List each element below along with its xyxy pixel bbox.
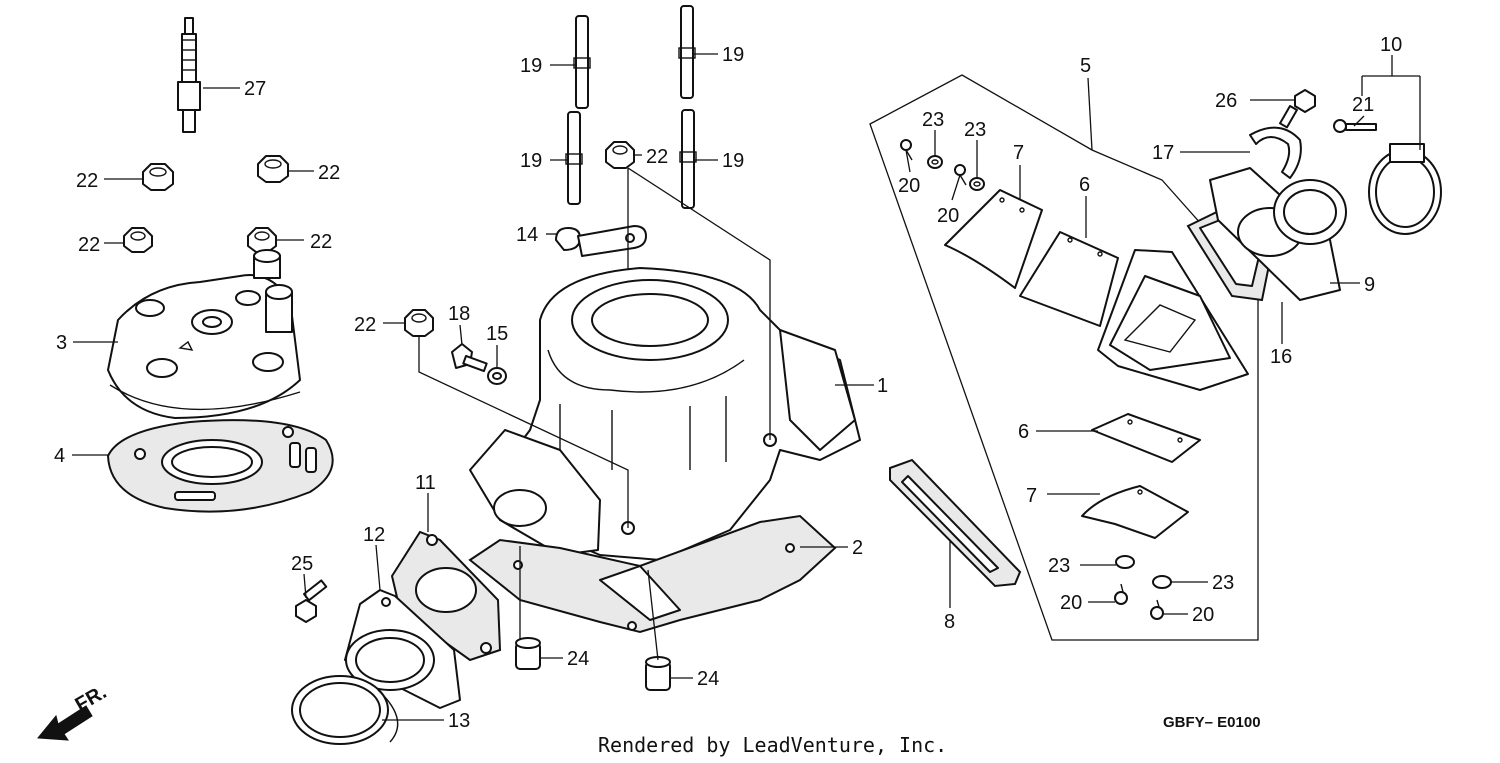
washer-part[interactable] — [1115, 555, 1135, 569]
callout-11: 11 — [415, 472, 436, 494]
dowel-pin-part[interactable] — [645, 656, 671, 691]
flange-nut-part[interactable] — [123, 227, 153, 253]
head-gasket-part[interactable] — [106, 419, 334, 513]
screw-part[interactable] — [1150, 599, 1164, 620]
callout-25: 25 — [291, 553, 313, 575]
callout-19: 19 — [520, 150, 542, 172]
dowel-pin-part[interactable] — [515, 637, 541, 670]
callout-18: 18 — [448, 303, 470, 325]
callout-19: 19 — [520, 55, 542, 77]
bolt-part[interactable] — [451, 343, 488, 373]
callout-9: 9 — [1364, 274, 1375, 296]
callout-10: 10 — [1380, 34, 1402, 56]
flange-nut-part[interactable] — [404, 309, 434, 337]
intake-pipe-part[interactable] — [344, 589, 461, 709]
callout-8: 8 — [944, 611, 955, 633]
callout-19: 19 — [722, 150, 744, 172]
intake-band-part[interactable] — [291, 675, 399, 745]
callout-24: 24 — [567, 648, 589, 670]
front-arrow-icon — [36, 705, 93, 741]
callout-22: 22 — [78, 234, 100, 256]
screw-part[interactable] — [954, 164, 967, 186]
callout-23: 23 — [1048, 555, 1070, 577]
clamp-part[interactable] — [1249, 126, 1302, 179]
callout-22: 22 — [646, 146, 668, 168]
cylinder-head-part[interactable] — [107, 249, 301, 419]
callout-19: 19 — [722, 44, 744, 66]
render-credit: Rendered by LeadVenture, Inc. — [598, 733, 947, 757]
washer-part[interactable] — [927, 155, 943, 169]
callout-12: 12 — [363, 524, 385, 546]
callout-27: 27 — [244, 78, 266, 100]
callout-20: 20 — [898, 175, 920, 197]
reed-base-gasket-part[interactable] — [889, 458, 1022, 588]
callout-23: 23 — [964, 119, 986, 141]
callout-23: 23 — [1212, 572, 1234, 594]
stud-bolt-part[interactable] — [573, 15, 591, 109]
leader-lines — [72, 53, 1421, 721]
callout-17: 17 — [1152, 142, 1174, 164]
callout-21: 21 — [1352, 94, 1374, 116]
spark-plug-part[interactable] — [177, 17, 201, 133]
callout-20: 20 — [1060, 592, 1082, 614]
callout-4: 4 — [54, 445, 65, 467]
diagram-code: GBFY– E0100 — [1163, 714, 1261, 731]
callout-26: 26 — [1215, 90, 1237, 112]
cylinder-base-gasket-part[interactable] — [468, 514, 837, 634]
callout-2: 2 — [852, 537, 863, 559]
callout-7: 7 — [1013, 142, 1024, 164]
callout-labels: 27 22 22 22 22 22 22 3 4 19 19 19 19 14 … — [54, 34, 1402, 732]
cable-clip-part[interactable] — [555, 225, 647, 257]
callout-22: 22 — [76, 170, 98, 192]
reed-stopper-part[interactable] — [1081, 485, 1189, 539]
washer-part[interactable] — [1152, 575, 1172, 589]
callout-1: 1 — [877, 375, 888, 397]
screw-part[interactable] — [1114, 583, 1128, 605]
callout-6: 6 — [1018, 421, 1029, 443]
bolt-part[interactable] — [295, 579, 328, 623]
front-direction-marker: FR. — [36, 681, 110, 741]
flange-nut-part[interactable] — [257, 155, 289, 183]
screw-part[interactable] — [1333, 119, 1377, 133]
callout-22: 22 — [354, 314, 376, 336]
reed-stopper-part[interactable] — [944, 189, 1043, 289]
callout-5: 5 — [1080, 55, 1091, 77]
flange-nut-part[interactable] — [142, 163, 174, 191]
stud-bolt-part[interactable] — [679, 109, 697, 209]
callout-14: 14 — [516, 224, 538, 246]
reed-block-part[interactable] — [1097, 249, 1249, 391]
stud-bolt-part[interactable] — [565, 111, 583, 205]
callout-3: 3 — [56, 332, 67, 354]
callout-23: 23 — [922, 109, 944, 131]
washer-part[interactable] — [969, 177, 985, 191]
reed-manifold-part[interactable] — [1209, 167, 1347, 301]
callout-16: 16 — [1270, 346, 1292, 368]
callout-24: 24 — [697, 668, 719, 690]
callout-13: 13 — [448, 710, 470, 732]
bolt-part[interactable] — [1279, 89, 1316, 129]
callout-6: 6 — [1079, 174, 1090, 196]
callout-20: 20 — [937, 205, 959, 227]
reed-petal-part[interactable] — [1019, 231, 1119, 327]
callout-22: 22 — [318, 162, 340, 184]
callout-15: 15 — [486, 323, 508, 345]
flange-nut-part[interactable] — [605, 141, 635, 169]
callout-20: 20 — [1192, 604, 1214, 626]
washer-part[interactable] — [487, 367, 507, 385]
stud-bolt-part[interactable] — [678, 5, 696, 99]
reed-petal-part[interactable] — [1091, 413, 1201, 463]
hose-band-part[interactable] — [1368, 143, 1442, 235]
callout-7: 7 — [1026, 485, 1037, 507]
callout-22: 22 — [310, 231, 332, 253]
flange-nut-part[interactable] — [247, 227, 277, 253]
